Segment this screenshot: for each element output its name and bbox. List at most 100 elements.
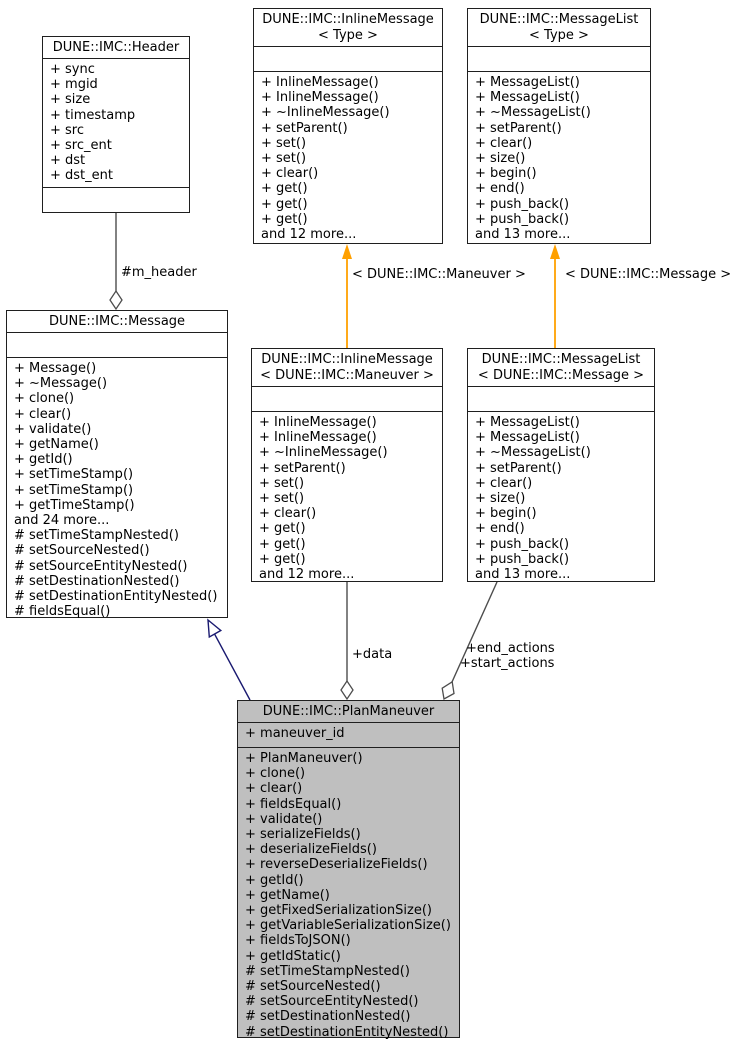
class-node-header[interactable]: DUNE::IMC::Header + sync+ mgid+ size+ ti… bbox=[42, 36, 190, 213]
class-node-inline-message-type[interactable]: DUNE::IMC::InlineMessage< Type > + Inlin… bbox=[253, 8, 443, 244]
member-row: + dst_ent bbox=[50, 168, 113, 184]
member-row: + clone() bbox=[245, 766, 306, 782]
member-row: + begin() bbox=[475, 506, 537, 522]
member-row: # setSourceNested() bbox=[245, 979, 381, 995]
member-row: + setTimeStamp() bbox=[14, 467, 134, 483]
member-row: + MessageList() bbox=[475, 415, 580, 430]
class-node-message-list-type[interactable]: DUNE::IMC::MessageList< Type > + Message… bbox=[467, 8, 651, 244]
edge-label-start-actions: +start_actions bbox=[460, 656, 555, 671]
class-node-inline-message-maneuver[interactable]: DUNE::IMC::InlineMessage< DUNE::IMC::Man… bbox=[251, 348, 443, 582]
member-row: + size bbox=[50, 92, 91, 108]
member-row: + validate() bbox=[245, 811, 323, 827]
member-row: + get() bbox=[261, 181, 308, 197]
member-row: + clear() bbox=[259, 506, 317, 522]
member-row: + push_back() bbox=[475, 551, 570, 567]
class-attributes: + sync+ mgid+ size+ timestamp+ src+ src_… bbox=[43, 59, 189, 188]
member-row: + validate() bbox=[14, 421, 92, 437]
member-row: # fieldsEqual() bbox=[14, 604, 111, 620]
open-diamond-icon bbox=[109, 289, 123, 311]
member-row: + fieldsEqual() bbox=[245, 796, 342, 812]
edge-data bbox=[340, 582, 354, 701]
member-row: + src bbox=[50, 122, 85, 138]
member-row: + ~MessageList() bbox=[475, 105, 591, 121]
member-row: + setParent() bbox=[261, 120, 348, 136]
member-row: # setDestinationEntityNested() bbox=[245, 1024, 449, 1040]
edge-label-end-actions: +end_actions bbox=[466, 641, 555, 656]
class-title-line: DUNE::IMC::Header bbox=[52, 40, 180, 55]
member-row: # setTimeStampNested() bbox=[245, 963, 410, 979]
open-diamond-icon bbox=[441, 680, 455, 701]
class-title: DUNE::IMC::Header bbox=[43, 37, 189, 59]
class-title-line: DUNE::IMC::MessageList bbox=[481, 352, 641, 367]
class-title: DUNE::IMC::InlineMessage< DUNE::IMC::Man… bbox=[252, 349, 442, 387]
edge-label-template-maneuver: < DUNE::IMC::Maneuver > bbox=[352, 267, 526, 282]
member-row: + ~InlineMessage() bbox=[261, 105, 390, 121]
member-row: + set() bbox=[259, 491, 305, 507]
edge-inheritance bbox=[207, 618, 251, 701]
member-row: + ~Message() bbox=[14, 376, 108, 392]
member-row: + size() bbox=[475, 151, 526, 167]
member-row: + InlineMessage() bbox=[259, 430, 377, 446]
class-title: DUNE::IMC::PlanManeuver bbox=[238, 701, 459, 723]
member-row: + set() bbox=[261, 135, 307, 151]
member-row: + getId() bbox=[14, 452, 73, 468]
member-row: + getVariableSerializationSize() bbox=[245, 918, 451, 934]
class-title-line: DUNE::IMC::MessageList bbox=[479, 12, 639, 27]
member-row: + dst bbox=[50, 153, 86, 169]
member-row: + setTimeStamp() bbox=[14, 482, 134, 498]
edge-label-template-message: < DUNE::IMC::Message > bbox=[565, 267, 732, 282]
member-row: + size() bbox=[475, 491, 526, 507]
member-row: + ~MessageList() bbox=[475, 445, 591, 461]
member-row: + PlanManeuver() bbox=[245, 751, 363, 766]
class-title-line: < DUNE::IMC::Message > bbox=[477, 368, 645, 383]
member-row: + clear() bbox=[261, 166, 319, 182]
member-row: + fieldsToJSON() bbox=[245, 933, 351, 949]
member-row: + get() bbox=[261, 211, 308, 227]
member-row: + src_ent bbox=[50, 138, 112, 154]
member-row: + reverseDeserializeFields() bbox=[245, 857, 428, 873]
member-row: + timestamp bbox=[50, 107, 136, 123]
member-row: + MessageList() bbox=[475, 75, 580, 90]
edge-m-header bbox=[109, 213, 123, 311]
member-row: + end() bbox=[475, 521, 525, 537]
member-row: + get() bbox=[259, 551, 306, 567]
member-row: + set() bbox=[259, 475, 305, 491]
member-row: + clear() bbox=[245, 781, 303, 797]
member-row: + getTimeStamp() bbox=[14, 497, 135, 513]
member-row: + setParent() bbox=[475, 460, 562, 476]
class-methods bbox=[43, 188, 189, 212]
member-row: + push_back() bbox=[475, 211, 570, 227]
member-row: + getId() bbox=[245, 872, 304, 888]
class-node-plan-maneuver[interactable]: DUNE::IMC::PlanManeuver + maneuver_id + … bbox=[237, 700, 460, 1040]
class-title: DUNE::IMC::MessageList< Type > bbox=[468, 9, 650, 47]
class-attributes bbox=[252, 387, 442, 412]
member-row: + push_back() bbox=[475, 196, 570, 212]
member-row: # setDestinationNested() bbox=[14, 573, 180, 589]
member-row: and 12 more... bbox=[259, 567, 355, 583]
member-row: and 12 more... bbox=[261, 227, 357, 243]
member-row: and 24 more... bbox=[14, 513, 110, 529]
edge-label-m-header: #m_header bbox=[121, 265, 197, 280]
member-row: + clear() bbox=[475, 475, 533, 491]
class-attributes bbox=[468, 47, 650, 72]
edge-template-message bbox=[550, 244, 560, 348]
member-row: + getName() bbox=[245, 887, 330, 903]
member-row: + ~InlineMessage() bbox=[259, 445, 388, 461]
class-title-line: DUNE::IMC::Message bbox=[48, 314, 186, 329]
template-arrow-icon bbox=[342, 244, 352, 259]
member-row: + clone() bbox=[14, 391, 75, 407]
member-row: # setSourceEntityNested() bbox=[245, 994, 419, 1010]
edge-actions bbox=[441, 581, 498, 701]
member-row: + MessageList() bbox=[475, 430, 580, 446]
member-row: + InlineMessage() bbox=[259, 415, 377, 430]
class-title-line: < Type > bbox=[318, 28, 378, 43]
template-arrow-icon bbox=[550, 244, 560, 259]
class-methods: + InlineMessage()+ InlineMessage()+ ~Inl… bbox=[252, 412, 442, 585]
class-methods: + InlineMessage()+ InlineMessage()+ ~Inl… bbox=[254, 72, 442, 245]
member-row: + begin() bbox=[475, 166, 537, 182]
class-node-message[interactable]: DUNE::IMC::Message + Message()+ ~Message… bbox=[6, 310, 228, 620]
member-row: + MessageList() bbox=[475, 90, 580, 106]
member-row: + maneuver_id bbox=[245, 726, 345, 741]
class-node-message-list-message[interactable]: DUNE::IMC::MessageList< DUNE::IMC::Messa… bbox=[467, 348, 655, 582]
